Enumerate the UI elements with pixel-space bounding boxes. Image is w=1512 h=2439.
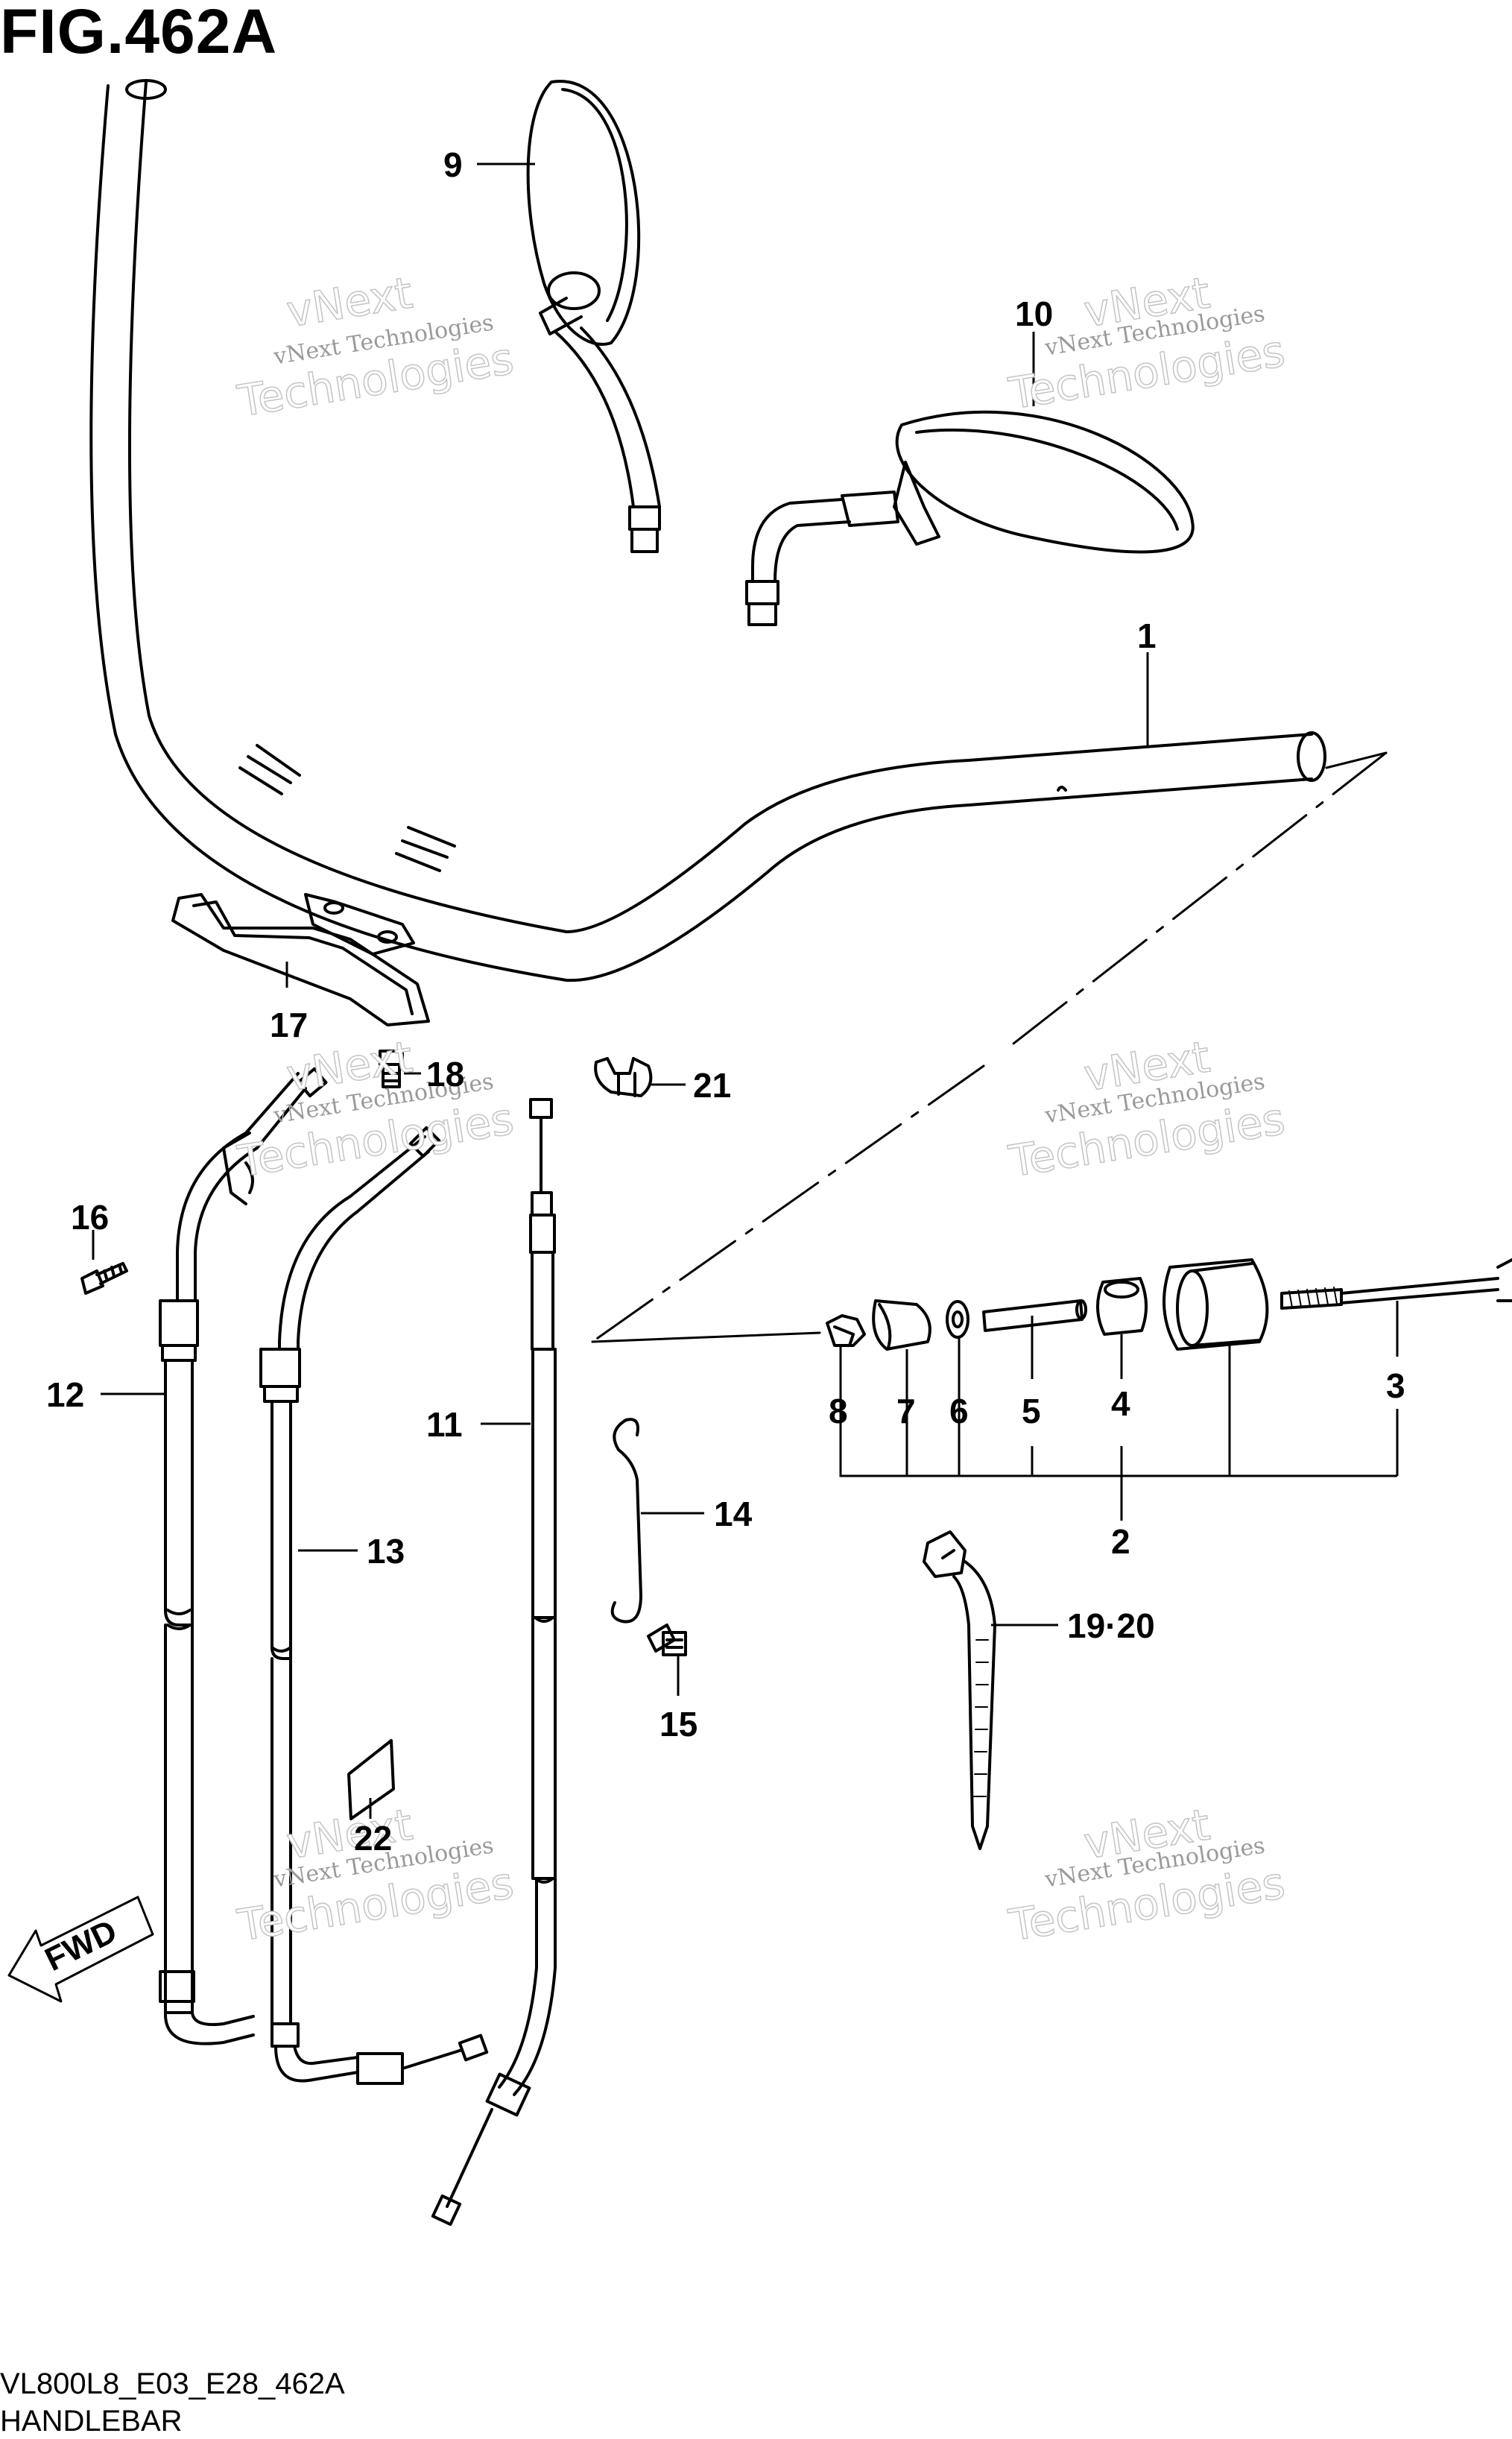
screw-15 [647,1624,687,1656]
figure-title: FIG.462A [0,0,278,66]
clamp [594,1057,653,1097]
callout-4: 4 [1111,1384,1130,1423]
callout-2: 2 [1111,1522,1130,1561]
callout-22: 22 [354,1819,393,1858]
fwd-text: FWD [39,1913,123,1978]
callout-8: 8 [829,1392,848,1430]
cable-tie [923,1530,996,1850]
screw-18 [379,1050,404,1088]
screw-16 [80,1262,128,1295]
callout-9: 9 [443,145,463,184]
callout-17: 17 [270,1006,309,1044]
leader-lines [92,163,1399,1819]
figure-code: VL800L8_E03_E28_462A [0,2367,345,2400]
cable-11 [431,1098,557,2227]
bar-end-assembly [826,1258,1512,1351]
bracket [171,893,430,1026]
handlebar [89,79,1326,982]
callout-12: 12 [46,1375,85,1414]
callout-15: 15 [659,1705,698,1744]
callout-11: 11 [426,1405,463,1444]
spring-14 [610,1418,642,1624]
cable-13 [259,1126,489,2085]
mirror-left [526,80,661,553]
callout-5: 5 [1022,1392,1041,1430]
callout-13: 13 [367,1532,405,1571]
callout-10: 10 [1015,294,1054,333]
figure-name: HANDLEBAR [0,2405,183,2438]
cable-12 [159,1067,328,2045]
callout-18: 18 [426,1055,465,1094]
callout-3: 3 [1386,1366,1405,1405]
mirror-right [745,410,1195,626]
callout-1: 1 [1137,616,1157,655]
callout-6: 6 [949,1392,969,1430]
callout-16: 16 [71,1198,110,1237]
callout-21: 21 [693,1066,732,1105]
fwd-arrow [7,1896,154,2003]
label-22 [347,1739,395,1820]
callout-7: 7 [896,1392,916,1430]
callout-19-20: 19·20 [1067,1606,1155,1645]
callout-14: 14 [714,1495,753,1533]
